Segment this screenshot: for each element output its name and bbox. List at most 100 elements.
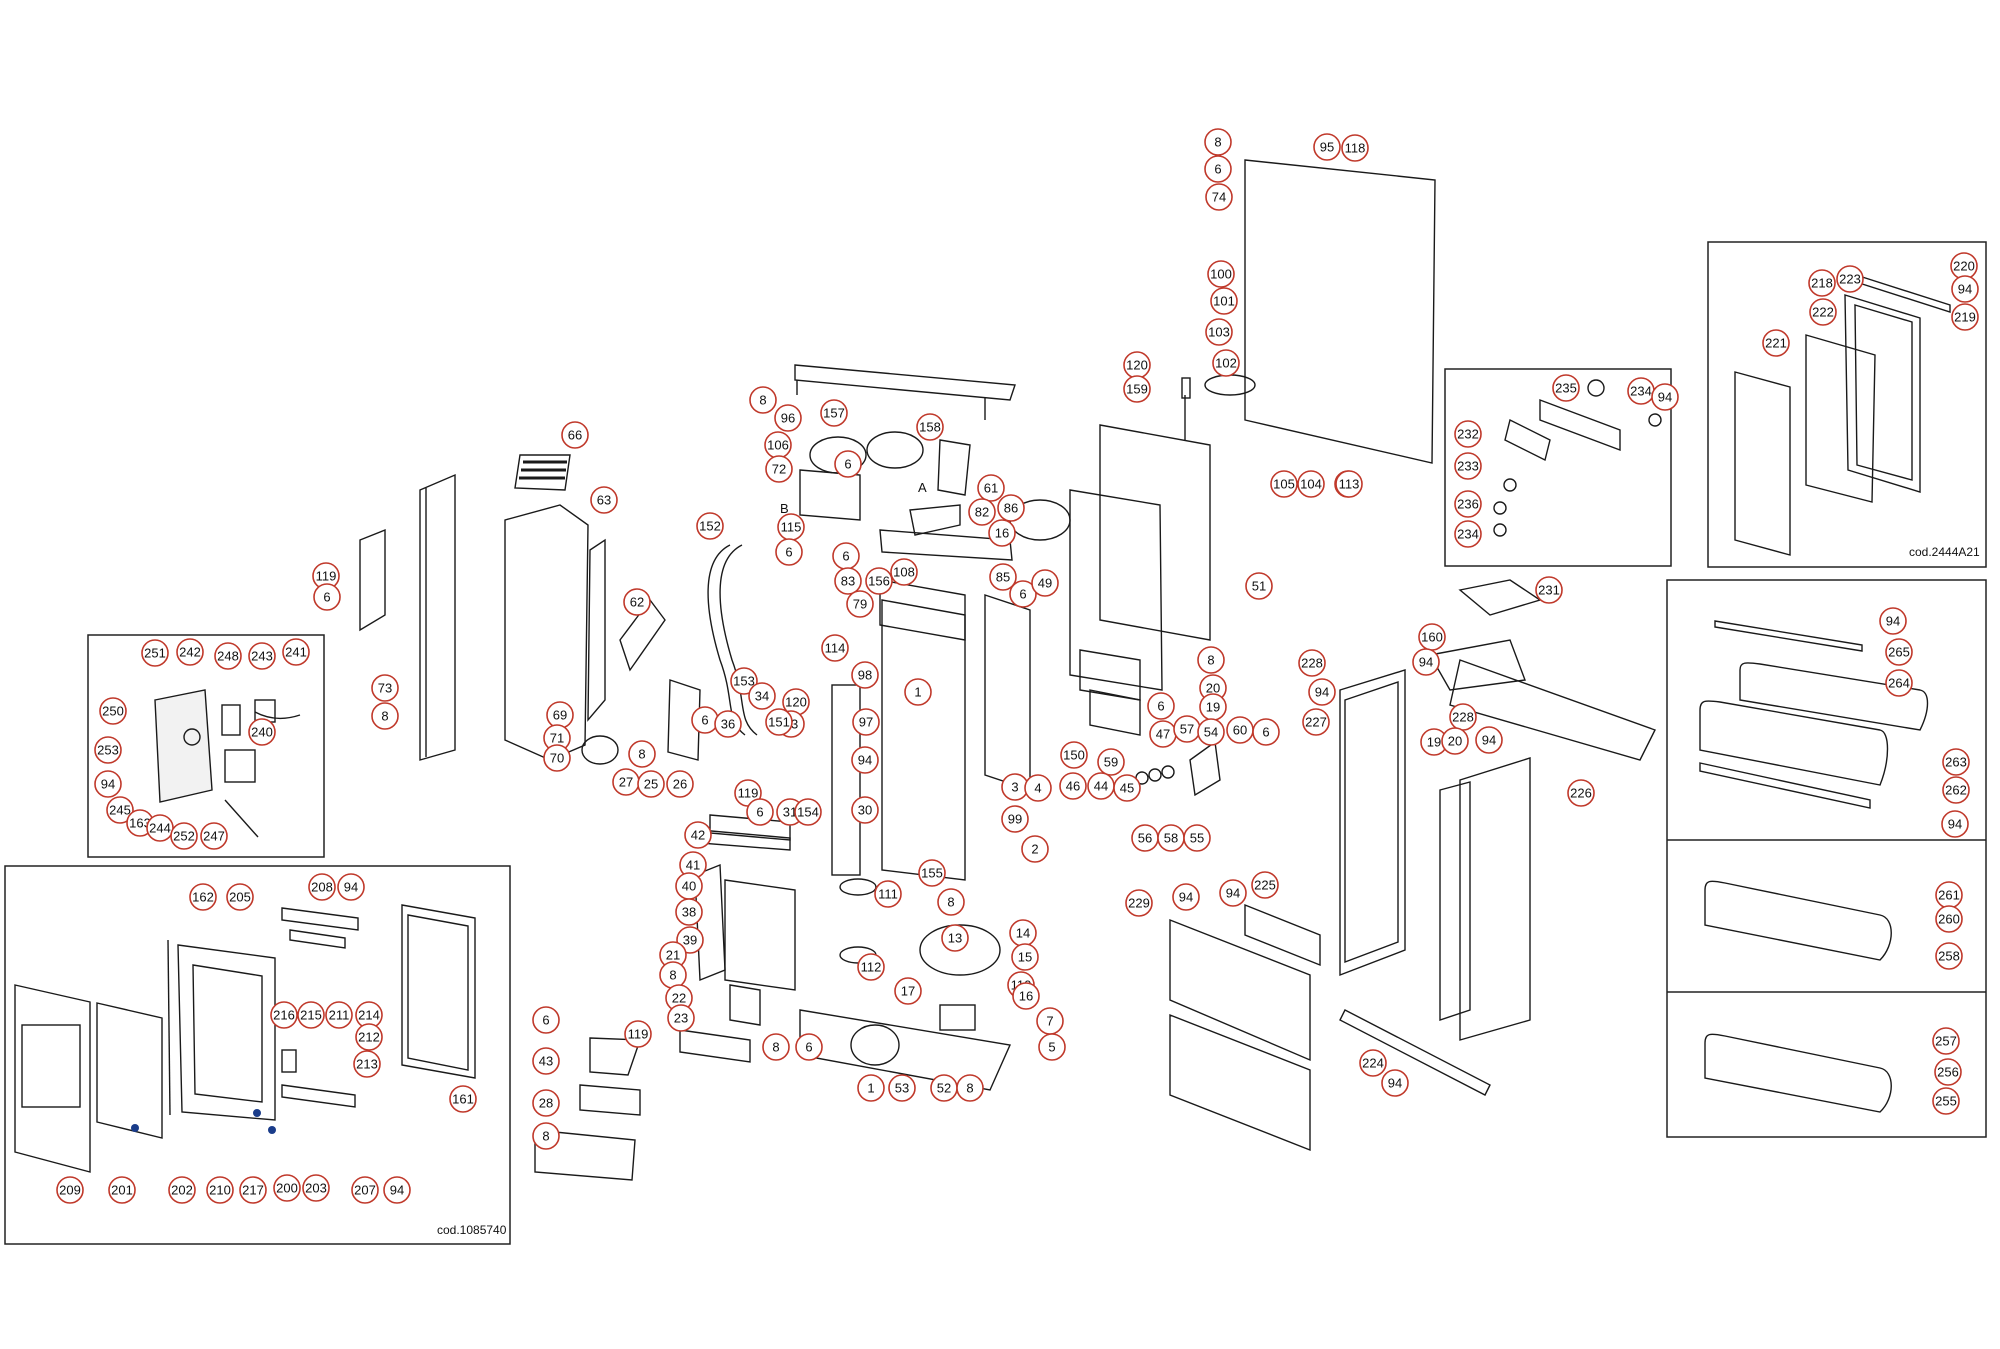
callout-number: 63 <box>597 493 611 508</box>
callout-circle <box>775 538 803 566</box>
callout-2: 2 <box>1021 835 1049 863</box>
callout-242: 242 <box>176 638 204 666</box>
callout-number: 223 <box>1839 272 1861 287</box>
callout-66: 66 <box>561 421 589 449</box>
callout-201: 201 <box>108 1176 136 1204</box>
callout-number: 234 <box>1630 384 1652 399</box>
callout-circle <box>624 1020 652 1048</box>
callout-79: 79 <box>846 590 874 618</box>
callout-number: 13 <box>948 931 962 946</box>
callout-number: 264 <box>1888 676 1910 691</box>
callout-circle <box>1219 879 1247 907</box>
callout-210: 210 <box>206 1176 234 1204</box>
callout-number: 94 <box>1958 282 1972 297</box>
callout-212: 212 <box>355 1023 383 1051</box>
callout-number: 8 <box>1207 653 1214 668</box>
callout-circle <box>353 1050 381 1078</box>
callout-circle <box>1454 420 1482 448</box>
callout-94: 94 <box>1381 1069 1409 1097</box>
callout-circle <box>794 798 822 826</box>
callout-158: 158 <box>916 413 944 441</box>
callout-circle <box>1298 649 1326 677</box>
callout-circle <box>1205 183 1233 211</box>
callout-5: 5 <box>1038 1033 1066 1061</box>
callout-number: 26 <box>673 777 687 792</box>
callout-circle <box>916 413 944 441</box>
callout-number: 216 <box>273 1008 295 1023</box>
callout-number: 49 <box>1038 576 1052 591</box>
callout-number: 94 <box>344 880 358 895</box>
callout-circle <box>1038 1033 1066 1061</box>
callout-circle <box>765 708 793 736</box>
callout-44: 44 <box>1087 772 1115 800</box>
callout-94: 94 <box>1951 275 1979 303</box>
callout-number: 261 <box>1938 888 1960 903</box>
callout-circle <box>1441 727 1469 755</box>
callout-circle <box>846 590 874 618</box>
callout-number: 6 <box>323 590 330 605</box>
callout-number: 257 <box>1935 1034 1957 1049</box>
callout-number: 211 <box>329 1008 350 1023</box>
callout-6: 6 <box>746 798 774 826</box>
callout-56: 56 <box>1131 824 1159 852</box>
callout-circle <box>1935 942 1963 970</box>
callout-number: 19 <box>1427 735 1441 750</box>
callout-73: 73 <box>371 674 399 702</box>
callout-number: 31 <box>783 805 797 820</box>
callout-number: 240 <box>251 725 273 740</box>
callout-36: 36 <box>714 710 742 738</box>
callout-circle <box>851 796 879 824</box>
callout-number: 231 <box>1538 583 1560 598</box>
callout-120: 120 <box>782 688 810 716</box>
callout-number: 154 <box>797 805 819 820</box>
callout-circle <box>1252 718 1280 746</box>
callout-8: 8 <box>371 702 399 730</box>
callout-118: 118 <box>1341 134 1369 162</box>
glass-kit-parts <box>1734 274 1951 556</box>
callout-number: 6 <box>844 457 851 472</box>
callout-number: 56 <box>1138 831 1152 846</box>
callout-220: 220 <box>1950 252 1978 280</box>
callout-circle <box>1204 155 1232 183</box>
callout-circle <box>1183 824 1211 852</box>
callout-circle <box>141 639 169 667</box>
callout-number: 163 <box>129 816 151 831</box>
callout-number: 155 <box>921 866 943 881</box>
callout-circle <box>851 661 879 689</box>
callout-number: 260 <box>1938 912 1960 927</box>
callout-43: 43 <box>532 1047 560 1075</box>
callout-17: 17 <box>894 977 922 1005</box>
callout-number: 159 <box>1126 382 1148 397</box>
callout-circle <box>94 736 122 764</box>
callout-circle <box>1454 452 1482 480</box>
callout-49: 49 <box>1031 569 1059 597</box>
callout-number: 94 <box>1226 886 1240 901</box>
callout-74: 74 <box>1205 183 1233 211</box>
callout-47: 47 <box>1149 720 1177 748</box>
callout-231: 231 <box>1535 576 1563 604</box>
callout-235: 235 <box>1552 374 1580 402</box>
callout-number: 120 <box>1126 358 1148 373</box>
callout-number: 57 <box>1180 722 1194 737</box>
callout-circle <box>1567 779 1595 807</box>
callout-161: 161 <box>449 1085 477 1113</box>
callout-number: 205 <box>229 890 251 905</box>
callout-number: 153 <box>733 674 755 689</box>
callout-number: 6 <box>785 545 792 560</box>
callout-number: 242 <box>179 645 201 660</box>
callout-number: 74 <box>1212 190 1226 205</box>
callout-260: 260 <box>1935 905 1963 933</box>
callout-number: 8 <box>759 393 766 408</box>
callout-circle <box>1011 943 1039 971</box>
callout-circle <box>270 1001 298 1029</box>
callout-228: 228 <box>1298 649 1326 677</box>
callout-number: 219 <box>1954 310 1976 325</box>
callout-218: 218 <box>1808 269 1836 297</box>
callout-circle <box>532 1047 560 1075</box>
callout-circle <box>590 486 618 514</box>
callout-205: 205 <box>226 883 254 911</box>
callout-circle <box>834 567 862 595</box>
callout-253: 253 <box>94 736 122 764</box>
callout-number: 58 <box>1164 831 1178 846</box>
callout-circle <box>1113 774 1141 802</box>
